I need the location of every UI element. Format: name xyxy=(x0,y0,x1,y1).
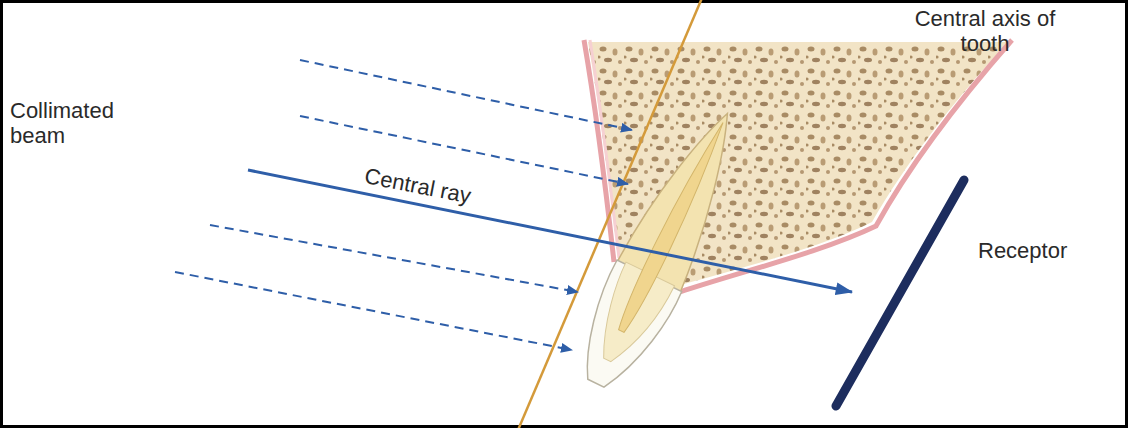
receptor-plate xyxy=(836,180,964,406)
tooth xyxy=(564,98,761,399)
beam-ray xyxy=(210,225,578,292)
axis-label: Central axis of tooth xyxy=(900,6,1070,57)
ray-label: Central ray xyxy=(363,163,473,208)
beam-label: Collimated beam xyxy=(10,98,140,149)
central-ray-line xyxy=(248,170,852,292)
beam-ray xyxy=(300,60,632,130)
beam-ray xyxy=(300,116,628,184)
beam-ray xyxy=(175,272,572,350)
gingiva-labial xyxy=(584,40,614,262)
pulp xyxy=(614,119,730,334)
gingiva-lingual xyxy=(680,40,1012,292)
receptor-label: Receptor xyxy=(978,238,1118,263)
tooth-axis-line xyxy=(518,0,702,428)
